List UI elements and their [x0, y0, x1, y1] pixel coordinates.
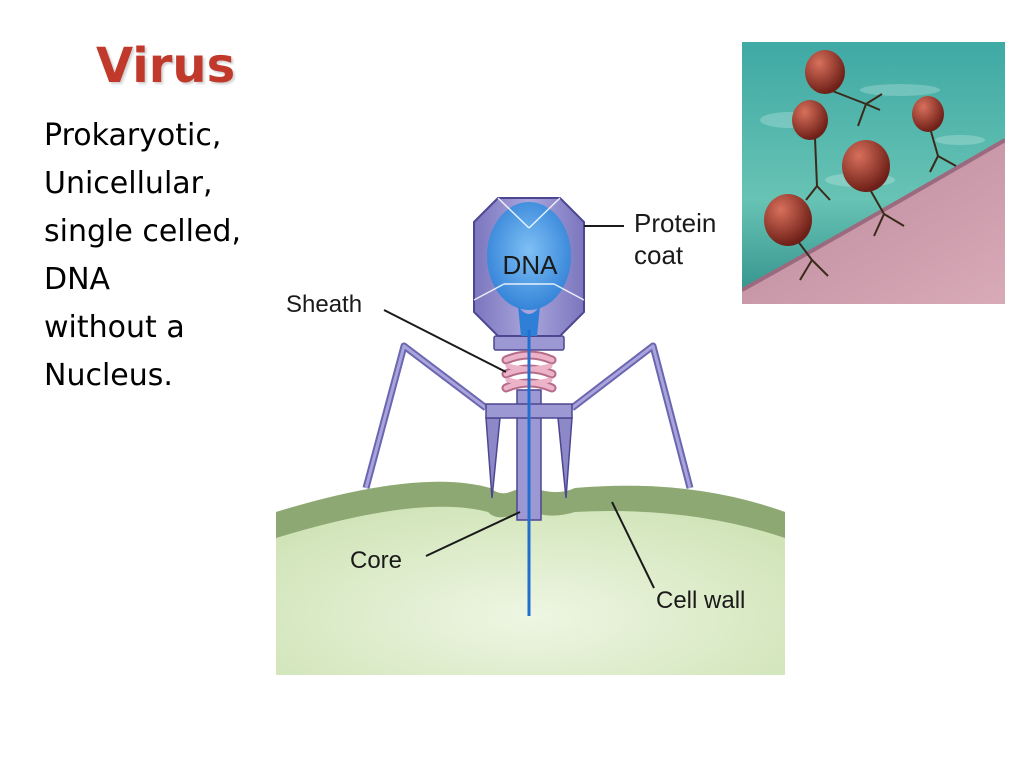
core-leader	[425, 511, 521, 557]
phage-heads	[764, 50, 944, 246]
cell-wall-leader	[611, 501, 655, 589]
dna-mass	[487, 202, 571, 310]
body-line: single celled,	[44, 214, 242, 249]
cell-wall-label: Cell wall	[656, 587, 745, 614]
body-line: Prokaryotic,	[44, 118, 222, 153]
base-plate-spikes	[485, 417, 573, 499]
slide-title: Virus	[96, 38, 236, 94]
body-line: Nucleus.	[44, 358, 173, 393]
sheath-leader	[383, 309, 507, 373]
dna-label: DNA	[503, 250, 559, 280]
protein-coat-label-line2: coat	[634, 240, 684, 270]
phage-illustration	[742, 42, 1005, 304]
bacteriophage-diagram: DNA Protein coat Sheath Core Cell wall	[276, 197, 785, 675]
sheath-label: Sheath	[286, 291, 362, 318]
body-text: Prokaryotic, Unicellular, single celled,…	[44, 112, 274, 400]
body-line: without a	[44, 310, 185, 345]
body-line: Unicellular,	[44, 166, 213, 201]
core-label: Core	[350, 547, 402, 574]
body-line: DNA	[44, 262, 111, 297]
protein-coat-label-line1: Protein	[634, 208, 716, 238]
